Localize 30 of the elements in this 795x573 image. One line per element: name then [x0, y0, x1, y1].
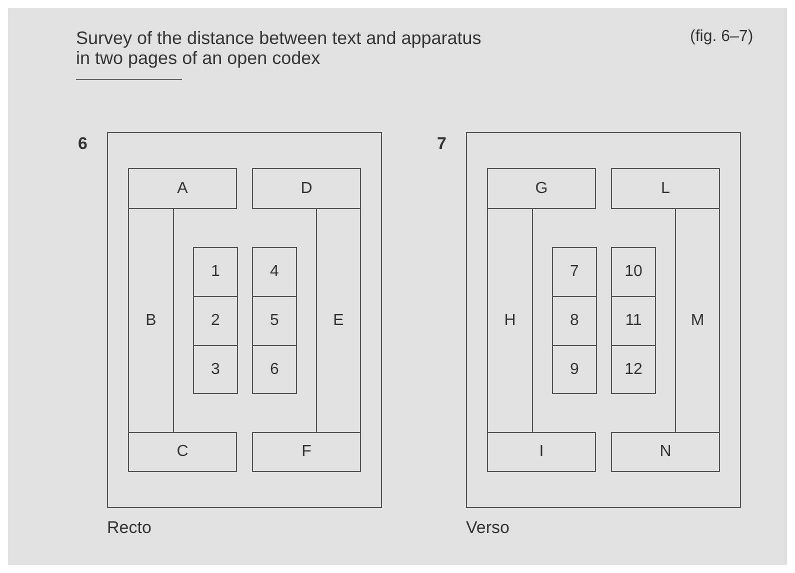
- text-block-box: 9: [552, 345, 597, 394]
- text-block-box: 2: [193, 296, 238, 346]
- text-block-box: L: [611, 168, 720, 209]
- text-block-box: 7: [552, 247, 597, 297]
- text-block-box: F: [252, 432, 361, 472]
- text-block-box: 8: [552, 296, 597, 346]
- text-block-box: 11: [611, 296, 656, 346]
- text-block-box: H: [487, 208, 533, 433]
- page-number: 7: [437, 134, 446, 154]
- text-block-box: B: [128, 208, 174, 433]
- text-block-box: 4: [252, 247, 297, 297]
- text-block-box: 1: [193, 247, 238, 297]
- diagram-title: Survey of the distance between text and apparatus in two pages of an open codex: [76, 28, 482, 68]
- text-block-box: D: [252, 168, 361, 209]
- text-block-box: 5: [252, 296, 297, 346]
- text-block-box: M: [675, 208, 720, 433]
- text-block-box: I: [487, 432, 596, 472]
- text-block-box: C: [128, 432, 237, 472]
- text-block-box: 6: [252, 345, 297, 394]
- text-block-box: A: [128, 168, 237, 209]
- text-block-box: 10: [611, 247, 656, 297]
- page-caption: Recto: [107, 518, 152, 538]
- figure-reference: (fig. 6–7): [690, 28, 754, 46]
- page-caption: Verso: [466, 518, 510, 538]
- text-block-box: E: [316, 208, 361, 433]
- text-block-box: 12: [611, 345, 656, 394]
- text-block-box: G: [487, 168, 596, 209]
- text-block-box: N: [611, 432, 720, 472]
- text-block-box: 3: [193, 345, 238, 394]
- page-number: 6: [78, 134, 88, 154]
